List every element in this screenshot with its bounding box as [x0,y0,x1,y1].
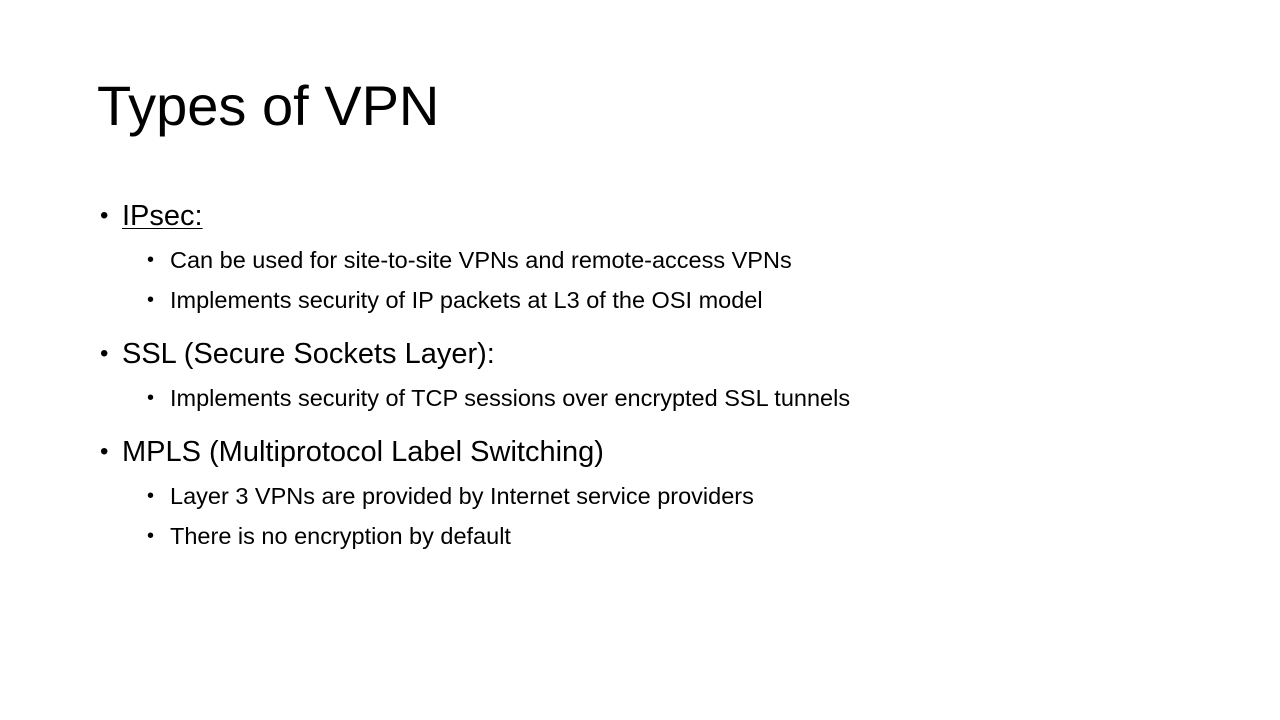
list-item-mpls: • MPLS (Multiprotocol Label Switching) •… [100,428,1200,556]
sub-bullet-list: • Implements security of TCP sessions ov… [122,378,1200,418]
sub-bullet-list: • Layer 3 VPNs are provided by Internet … [122,476,1200,556]
sub-list-item: • Implements security of TCP sessions ov… [147,378,1200,418]
section-heading: MPLS (Multiprotocol Label Switching) [122,436,604,468]
sub-list-item: • Implements security of IP packets at L… [147,280,1200,320]
section-heading: SSL (Secure Sockets Layer): [122,338,495,370]
slide-content: • IPsec: • Can be used for site-to-site … [100,192,1200,566]
sub-list-item: • Can be used for site-to-site VPNs and … [147,240,1200,280]
sub-bullet-list: • Can be used for site-to-site VPNs and … [122,240,1200,320]
slide-title: Types of VPN [97,74,440,137]
list-item-ssl: • SSL (Secure Sockets Layer): • Implemen… [100,330,1200,418]
list-item-ipsec: • IPsec: • Can be used for site-to-site … [100,192,1200,320]
bullet-icon: • [147,525,155,547]
bullet-icon: • [147,387,155,409]
bullet-icon: • [100,340,109,367]
bullet-icon: • [147,485,155,507]
sub-item-text: Implements security of TCP sessions over… [170,385,851,411]
sub-item-text: Implements security of IP packets at L3 … [170,287,763,313]
bullet-list: • IPsec: • Can be used for site-to-site … [100,192,1200,556]
section-heading: IPsec: [122,200,203,232]
sub-item-text: Layer 3 VPNs are provided by Internet se… [170,483,754,509]
bullet-icon: • [100,438,109,465]
bullet-icon: • [147,249,155,271]
bullet-icon: • [147,289,155,311]
sub-item-text: Can be used for site-to-site VPNs and re… [170,247,792,273]
sub-item-text: There is no encryption by default [170,523,511,549]
sub-list-item: • Layer 3 VPNs are provided by Internet … [147,476,1200,516]
sub-list-item: • There is no encryption by default [147,516,1200,556]
bullet-icon: • [100,202,109,229]
